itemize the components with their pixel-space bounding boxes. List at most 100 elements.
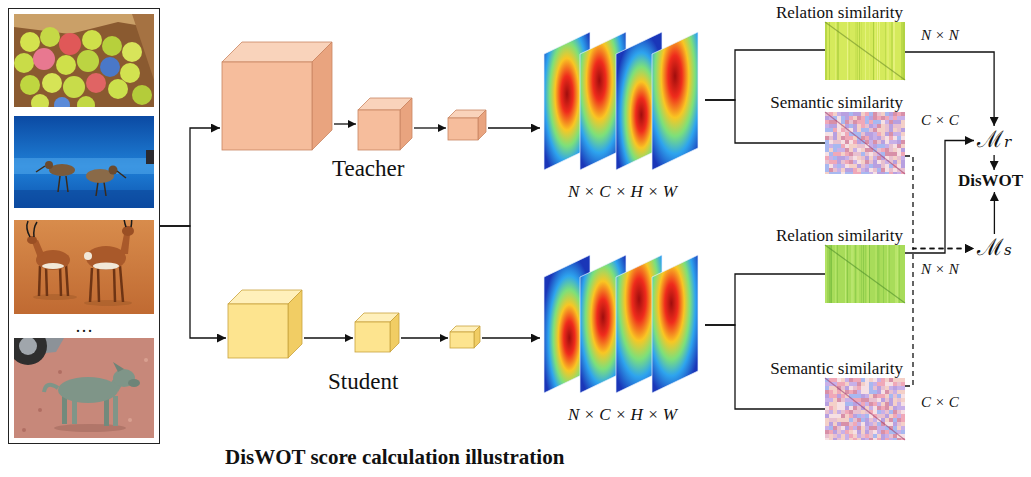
- heatmap-cell: [877, 394, 881, 398]
- teacher-cubes: [222, 42, 486, 150]
- illustration-shape: [124, 220, 126, 227]
- heatmap-cell: [881, 132, 885, 136]
- illustration-shape: [450, 332, 474, 348]
- heatmap-cell: [897, 112, 901, 116]
- heatmap-cell: [881, 382, 885, 386]
- heatmap-cell: [901, 156, 905, 160]
- heatmap-cell: [861, 438, 865, 440]
- heatmap-cell: [877, 426, 881, 430]
- illustration-shape: [358, 110, 400, 150]
- heatmap-cell: [889, 386, 893, 390]
- heatmap-cell: [825, 418, 829, 422]
- heatmap-cell: [829, 426, 833, 430]
- heatmap-cell: [885, 398, 889, 402]
- illustration-shape: [414, 127, 446, 128]
- heatmap-cell: [857, 152, 861, 156]
- heatmap-stripe: [901, 22, 903, 80]
- heatmap-cell: [897, 160, 901, 164]
- heatmap-cell: [837, 426, 841, 430]
- heatmap-stripe: [899, 245, 900, 303]
- heatmap-cell: [881, 136, 885, 140]
- heatmap-cell: [829, 172, 833, 174]
- heatmap-cell: [901, 164, 905, 168]
- heatmap-cell: [837, 418, 841, 422]
- illustration-shape: [120, 63, 140, 83]
- heatmap-ground: [825, 22, 905, 80]
- heatmap-cell: [889, 172, 893, 174]
- heatmap-cell: [877, 168, 881, 172]
- heatmap-cell: [869, 386, 873, 390]
- heatmap-stripe: [875, 245, 877, 303]
- heatmap-cell: [869, 116, 873, 120]
- heatmap-cell: [873, 152, 877, 156]
- heatmap-cell: [853, 168, 857, 172]
- heatmap-cell: [901, 140, 905, 144]
- heatmap-cell: [833, 128, 837, 132]
- heatmap-cell: [893, 438, 897, 440]
- heatmap-cell: [877, 124, 881, 128]
- heatmap-cell: [869, 382, 873, 386]
- illustration-shape: [27, 236, 37, 244]
- heatmap-cell: [853, 414, 857, 418]
- heatmap-cell: [825, 438, 829, 440]
- heatmap-cell: [853, 434, 857, 438]
- heatmap-cell: [841, 426, 845, 430]
- heatmap-cell: [869, 124, 873, 128]
- heatmap-cell: [877, 116, 881, 120]
- heatmap-cell: [881, 430, 885, 434]
- heatmap-cell: [873, 418, 877, 422]
- heatmap-cell: [897, 116, 901, 120]
- heatmap-stripe: [825, 22, 827, 80]
- heatmap-stripe: [857, 245, 859, 303]
- heatmap-cell: [893, 414, 897, 418]
- heatmap-cell: [901, 112, 905, 116]
- heatmap-cell: [861, 172, 865, 174]
- heatmap-cell: [893, 386, 897, 390]
- heatmap-cell: [841, 394, 845, 398]
- score-name-box: DisWOT: [955, 170, 1026, 192]
- matrix-title: Semantic similarity: [770, 360, 903, 377]
- illustration-shape: [22, 428, 26, 432]
- heatmap-cell: [897, 164, 901, 168]
- heatmap-stripe: [879, 245, 880, 303]
- heatmap-cell: [853, 426, 857, 430]
- heatmap-cell: [865, 148, 869, 152]
- illustration-shape: [100, 57, 120, 77]
- illustration-shape: [86, 73, 106, 93]
- heatmap-cell: [869, 140, 873, 144]
- heatmap-cell: [873, 410, 877, 414]
- connector: [705, 274, 825, 325]
- heatmap-cell: [901, 152, 905, 156]
- heatmap-cell: [841, 402, 845, 406]
- heatmap-cell: [865, 156, 869, 160]
- heatmap-cell: [889, 422, 893, 426]
- heatmap-cell: [869, 172, 873, 174]
- heatmap-cell: [885, 172, 889, 174]
- heatmap-cell: [833, 160, 837, 164]
- heatmap-cell: [893, 410, 897, 414]
- heatmap-cell: [849, 136, 853, 140]
- heatmap-cell: [873, 160, 877, 164]
- illustration-shape: [104, 182, 106, 196]
- heatmap-cell: [881, 390, 885, 394]
- heatmap-cell: [877, 144, 881, 148]
- heatmap-cell: [825, 410, 829, 414]
- heatmap-cell: [885, 124, 889, 128]
- heatmap-cell: [869, 132, 873, 136]
- illustration-shape: [27, 221, 30, 237]
- heatmap-cell: [865, 116, 869, 120]
- heatmap-cell: [897, 120, 901, 124]
- heatmap-cell: [889, 140, 893, 144]
- heatmap-cell: [853, 438, 857, 440]
- heatmap-cell: [889, 398, 893, 402]
- illustration-shape: [44, 385, 58, 392]
- heatmap-cell: [837, 438, 841, 440]
- heatmap-cell: [861, 430, 865, 434]
- heatmap-cell: [857, 124, 861, 128]
- heatmap-cell: [845, 144, 849, 148]
- heatmap-cell: [857, 438, 861, 440]
- heatmap-cell: [873, 140, 877, 144]
- heatmap-cell: [825, 144, 829, 148]
- heatmap-cell: [857, 160, 861, 164]
- heatmap-cell: [881, 112, 885, 116]
